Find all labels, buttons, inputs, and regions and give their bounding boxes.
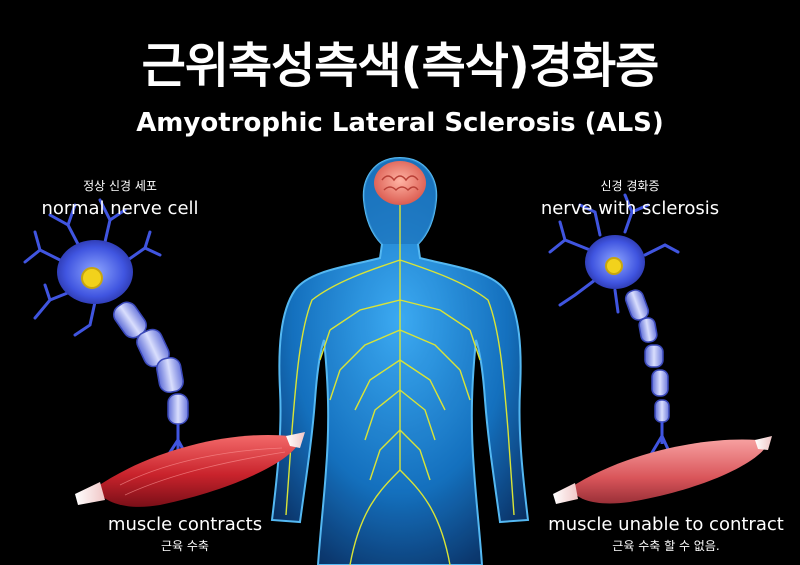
muscle-contracts-caption-english: muscle contracts — [107, 514, 263, 535]
human-body-figure — [270, 156, 530, 565]
muscle-contracts-caption-korean: 근육 수축 — [161, 539, 209, 553]
normal-neuron — [23, 198, 192, 471]
title-korean: 근위축성측색(측삭)경화증 — [141, 38, 660, 94]
nerve-network — [285, 205, 515, 565]
nucleus — [81, 267, 103, 289]
atrophied-muscle — [553, 436, 772, 504]
muscle-unable-caption-english: muscle unable to contract — [548, 514, 784, 535]
contracting-muscle — [75, 432, 305, 507]
sclerotic-neuron — [548, 193, 680, 459]
sclerosis-label-korean: 신경 경화증 — [600, 179, 660, 193]
normal-cell-label-english: normal nerve cell — [41, 198, 199, 219]
title-english: Amyotrophic Lateral Sclerosis (ALS) — [136, 108, 664, 138]
sclerosis-label-english: nerve with sclerosis — [540, 198, 720, 219]
brain — [374, 161, 426, 205]
normal-cell-label-korean: 정상 신경 세포 — [83, 179, 157, 193]
muscle-unable-caption-korean: 근육 수축 할 수 없음. — [612, 539, 720, 553]
